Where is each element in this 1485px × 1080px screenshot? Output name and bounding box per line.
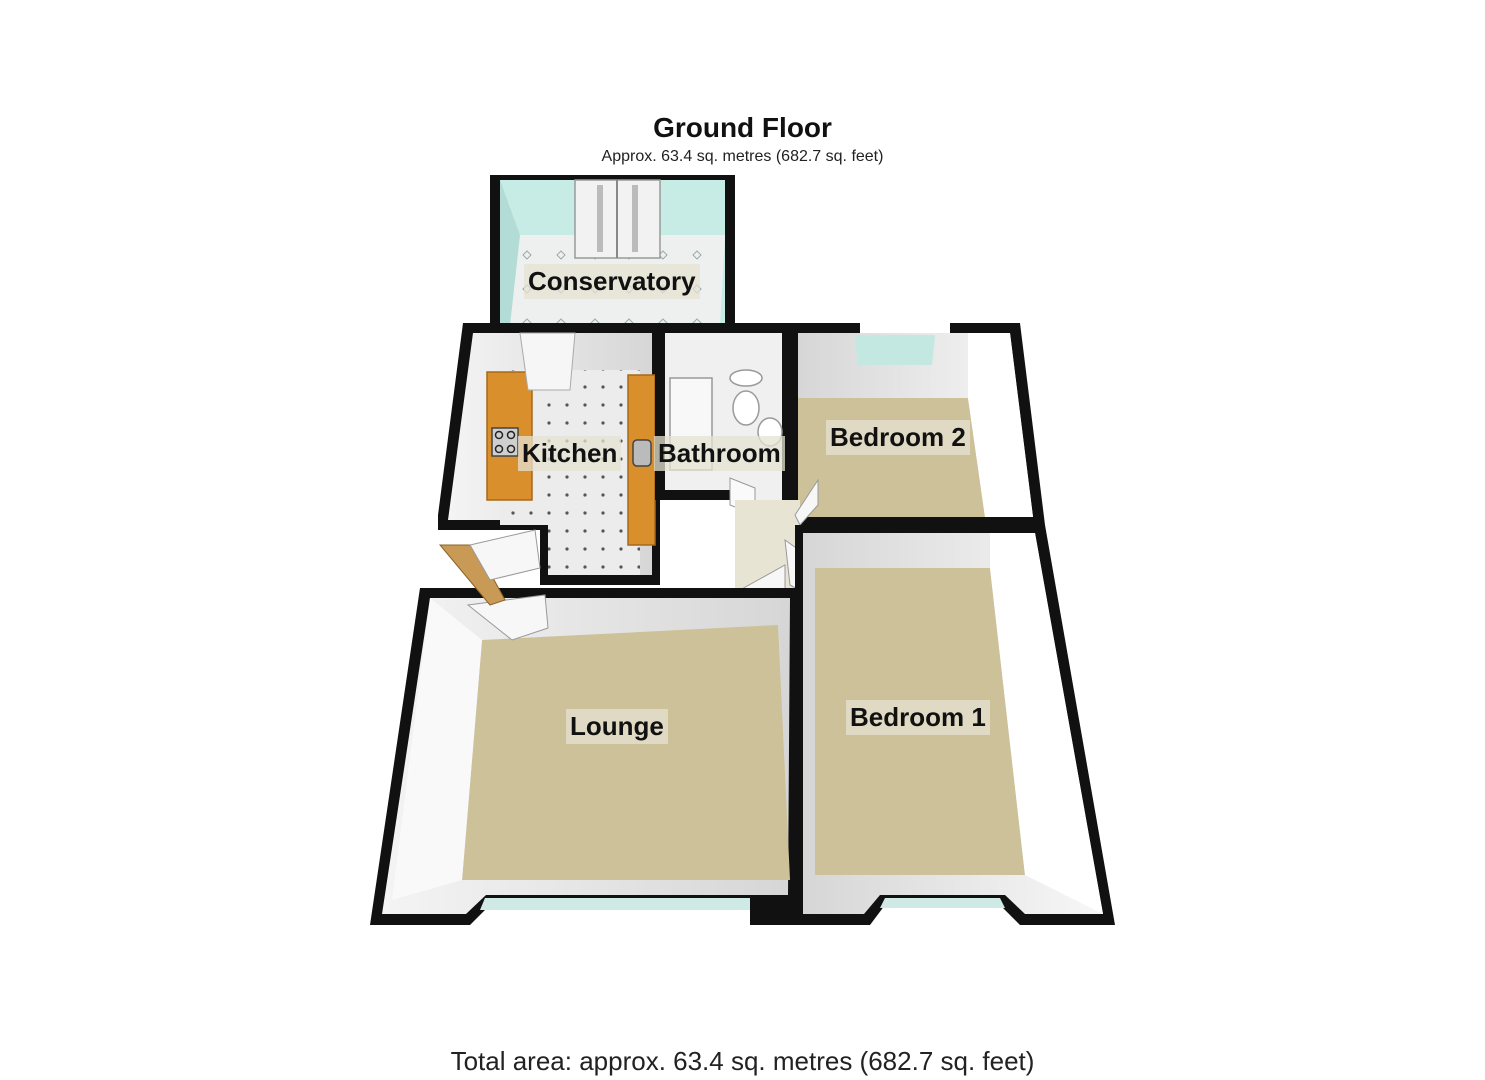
- conservatory-room: [490, 175, 735, 330]
- lounge-room: [370, 529, 800, 925]
- bathroom-label: Bathroom: [654, 436, 785, 471]
- floor-title: Ground Floor: [653, 112, 832, 143]
- bedroom-2-label: Bedroom 2: [826, 420, 970, 455]
- conservatory-label: Conservatory: [524, 264, 700, 299]
- total-area: Total area: approx. 63.4 sq. metres (682…: [450, 1046, 1035, 1076]
- bedroom-1-label: Bedroom 1: [846, 700, 990, 735]
- floor-area-subtitle: Approx. 63.4 sq. metres (682.7 sq. feet): [601, 148, 884, 165]
- lounge-label: Lounge: [566, 709, 668, 744]
- bathroom-room: [655, 323, 790, 516]
- kitchen-label: Kitchen: [518, 436, 622, 471]
